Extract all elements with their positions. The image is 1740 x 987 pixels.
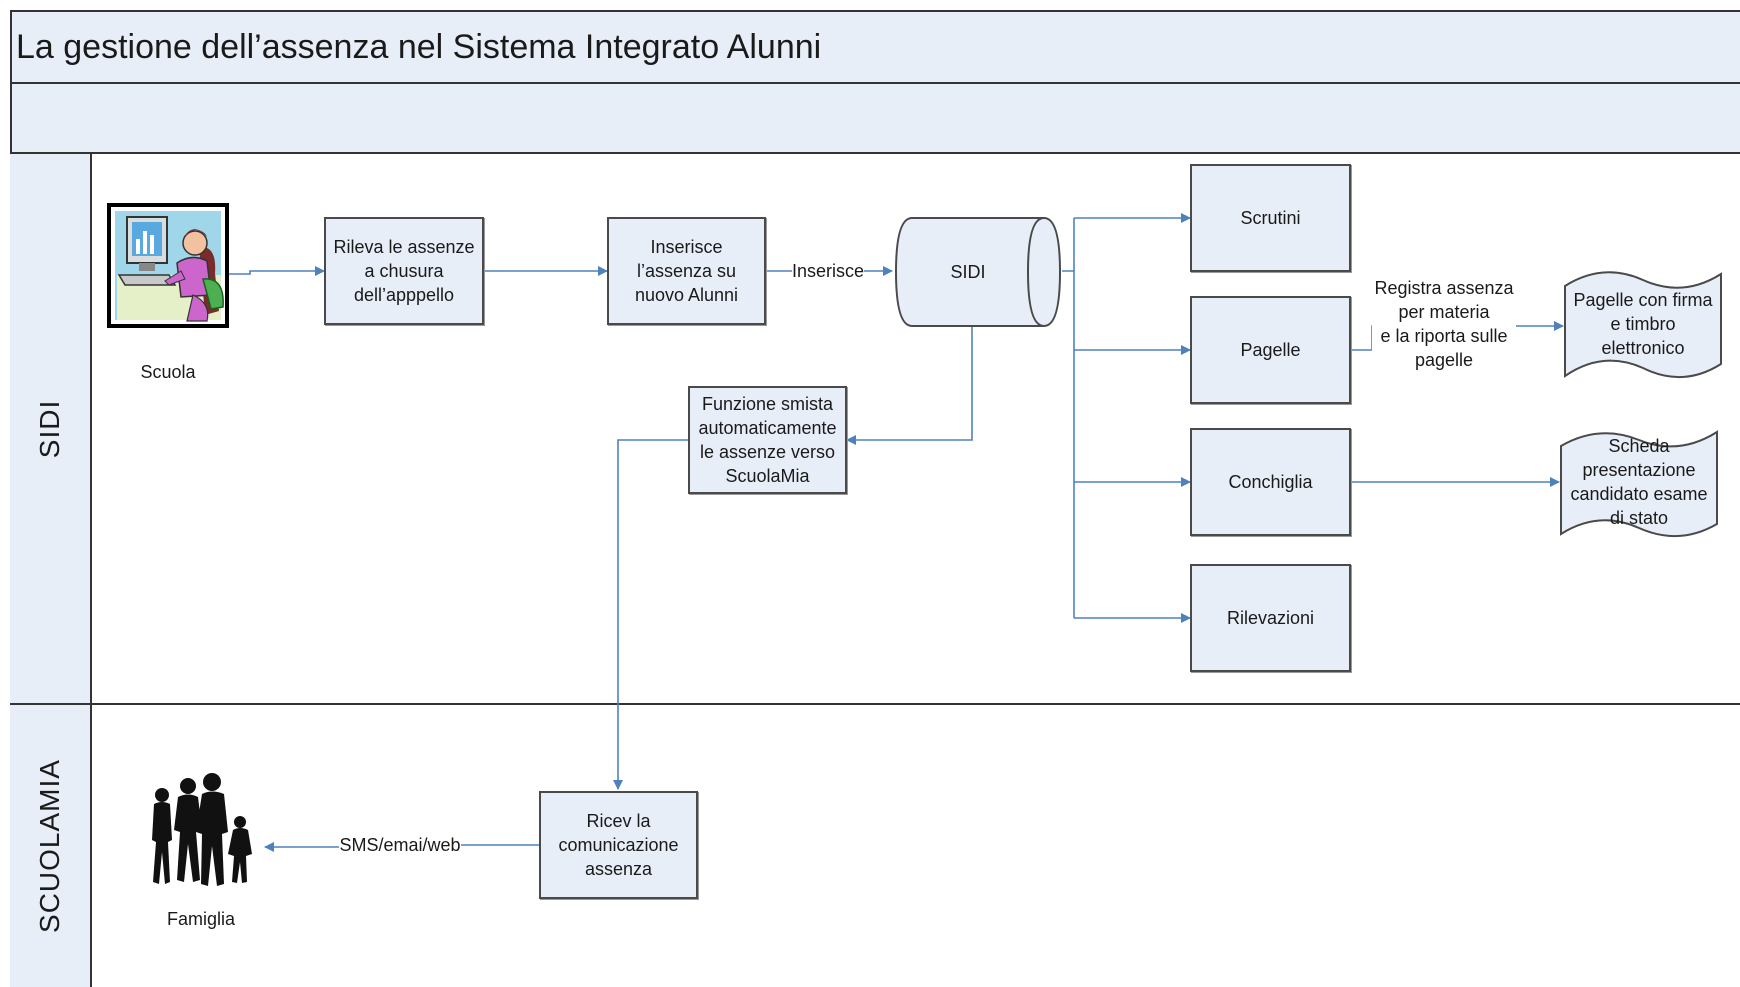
document-icon xyxy=(1564,271,1722,378)
label-sms-email-web: SMS/emai/web xyxy=(339,833,461,857)
box-scrutini-text: Scrutini xyxy=(1240,208,1301,228)
box-ricev-text: Ricev la comunicazione assenza xyxy=(558,811,679,879)
box-conchiglia-text: Conchiglia xyxy=(1228,472,1313,492)
database-icon xyxy=(894,217,1062,327)
subtitle-band xyxy=(10,82,1740,154)
lane-header-scuolamia: SCUOLAMIA xyxy=(10,705,92,987)
sidi-database: SIDI xyxy=(892,216,1064,328)
box-inserisce-assenza: Inserisce l’assenza su nuovo Alunni xyxy=(607,217,766,325)
box-rilevazioni-text: Rilevazioni xyxy=(1226,608,1315,628)
box-funzione-text: Funzione smista automaticamente le assen… xyxy=(698,394,837,486)
scuola-computer-icon xyxy=(107,203,229,328)
actor-label-scuola: Scuola xyxy=(140,362,196,382)
sidi-database-label: SIDI xyxy=(950,262,986,282)
lane-header-sidi: SIDI xyxy=(10,154,92,703)
box-conchiglia: Conchiglia xyxy=(1190,428,1351,536)
box-ricev-comunicazione: Ricev la comunicazione assenza xyxy=(539,791,698,899)
box-rileva-text: Rileva le assenze a chusura dell’apppell… xyxy=(333,237,475,305)
lane-divider xyxy=(10,703,1740,705)
box-rileva-assenze: Rileva le assenze a chusura dell’apppell… xyxy=(324,217,484,325)
box-pagelle: Pagelle xyxy=(1190,296,1351,404)
arrow-sidi-bus xyxy=(1062,218,1075,618)
diagram-title: La gestione dell’assenza nel Sistema Int… xyxy=(10,10,1740,82)
arrow-scuola-rileva xyxy=(227,266,325,276)
famiglia-family-icon xyxy=(140,772,260,892)
label-inserisce-arrow: Inserisce xyxy=(792,259,865,283)
doc-pagelle-firma: Pagelle con firma e timbro elettronico xyxy=(1563,268,1723,382)
document-icon xyxy=(1560,430,1718,537)
box-pagelle-text: Pagelle xyxy=(1240,340,1301,360)
actor-label-famiglia: Famiglia xyxy=(166,909,236,929)
arrow-sidi-funzione xyxy=(846,326,973,445)
doc-scheda-text: Scheda presentazione candidato esame di … xyxy=(1570,436,1708,528)
box-inserisce-text: Inserisce l’assenza su nuovo Alunni xyxy=(634,237,739,305)
box-funzione-smista: Funzione smista automaticamente le assen… xyxy=(688,386,847,494)
arrow-funzione-ricev xyxy=(613,439,688,790)
box-rilevazioni: Rilevazioni xyxy=(1190,564,1351,672)
box-scrutini: Scrutini xyxy=(1190,164,1351,272)
label-registra-assenza: Registra assenza per materia e la riport… xyxy=(1372,276,1516,376)
doc-pagelle-firma-text: Pagelle con firma e timbro elettronico xyxy=(1573,290,1713,358)
doc-scheda-candidato: Scheda presentazione candidato esame di … xyxy=(1559,426,1719,540)
